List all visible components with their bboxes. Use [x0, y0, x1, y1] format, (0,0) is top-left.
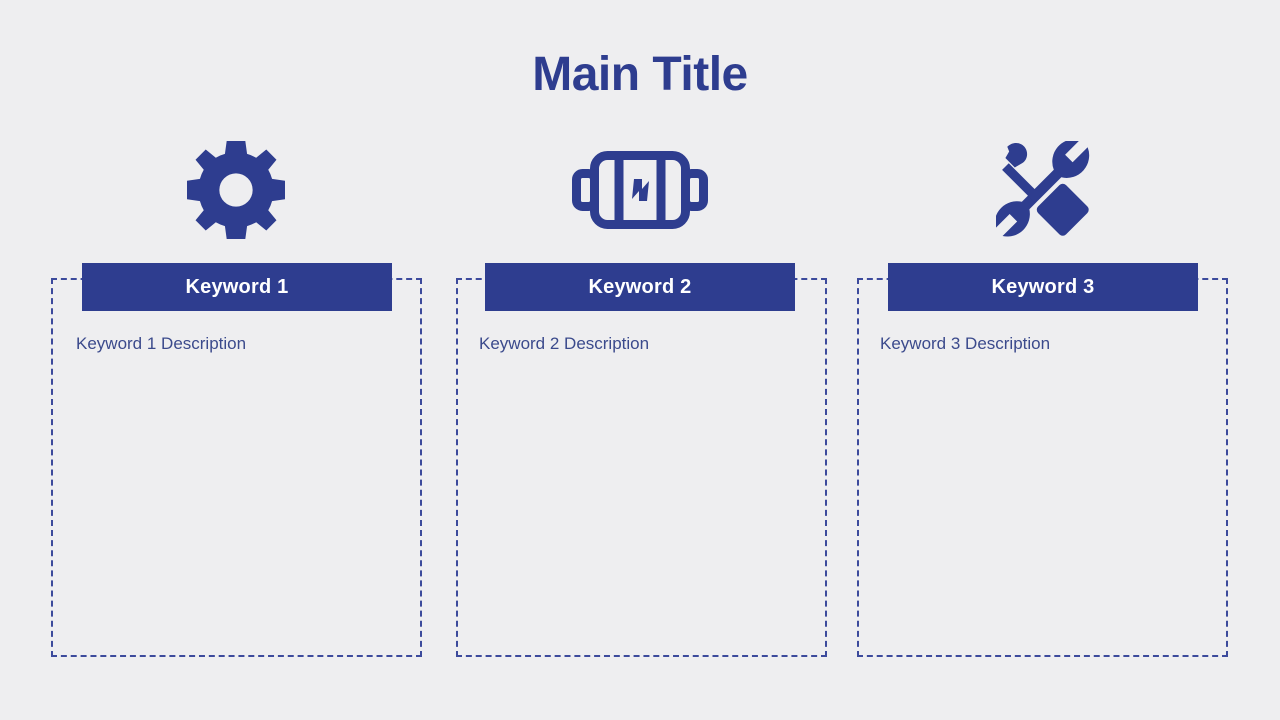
wrench-screwdriver-icon	[843, 136, 1243, 244]
keyword-description-2: Keyword 2 Description	[479, 334, 650, 353]
keyword-label-3: Keyword 3	[991, 275, 1095, 298]
column-2: Keyword 2 Keyword 2 Description	[440, 0, 840, 720]
keyword-header-3[interactable]: Keyword 3	[888, 263, 1198, 311]
keyword-header-2[interactable]: Keyword 2	[485, 263, 795, 311]
gear-icon	[36, 136, 436, 244]
page-title: Main Title	[532, 48, 748, 101]
battery-charging-icon	[440, 136, 840, 244]
keyword-description-3: Keyword 3 Description	[880, 334, 1051, 353]
column-3: Keyword 3 Keyword 3 Description	[843, 0, 1243, 720]
column-1: Keyword 1 Keyword 1 Description	[36, 0, 436, 720]
keyword-label-1: Keyword 1	[185, 275, 289, 298]
keyword-header-1[interactable]: Keyword 1	[82, 263, 392, 311]
keyword-description-1: Keyword 1 Description	[76, 334, 247, 353]
keyword-label-2: Keyword 2	[588, 275, 692, 298]
